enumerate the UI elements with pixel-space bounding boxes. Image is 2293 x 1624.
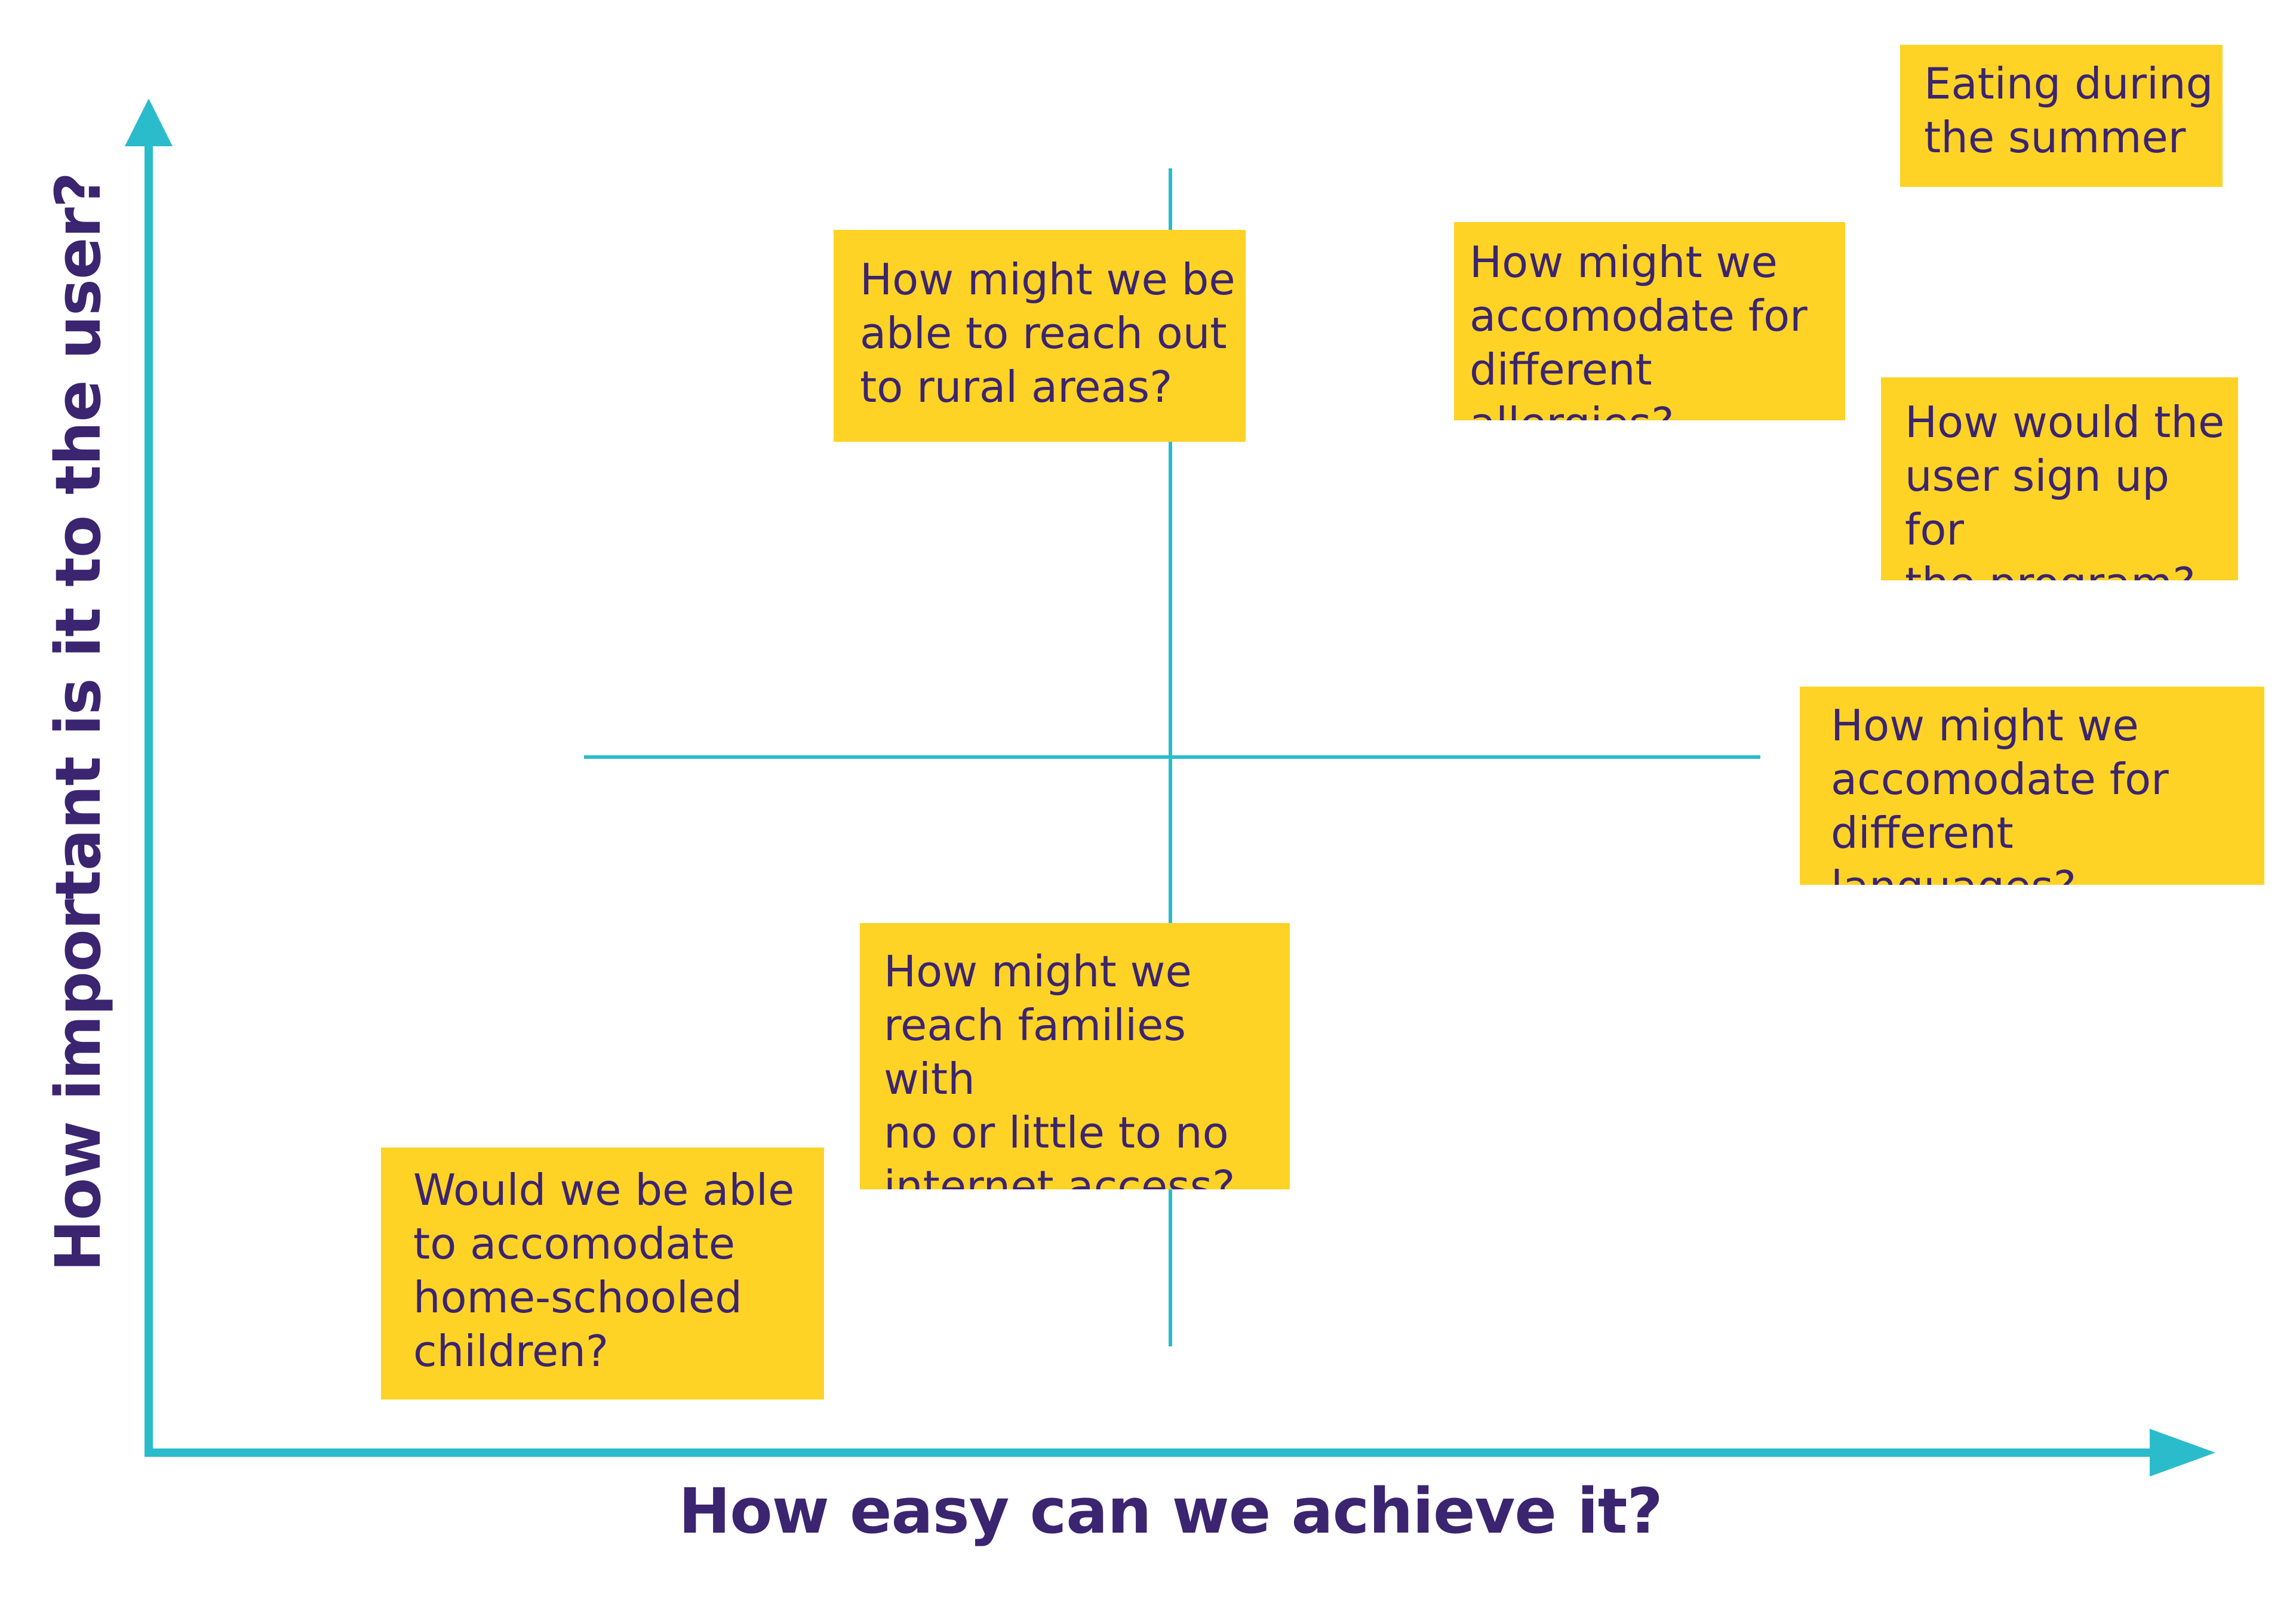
y-axis-label: How important is it to the user? (42, 172, 115, 1272)
sticky-note-internet-access: How might we reach families with no or l… (860, 923, 1290, 1189)
x-axis-label: How easy can we achieve it? (678, 1475, 1663, 1548)
sticky-note-rural-areas: How might we be able to reach out to rur… (834, 230, 1246, 442)
sticky-note-allergies: How might we accomodate for different al… (1454, 222, 1845, 420)
x-axis-arrow (2150, 1429, 2215, 1477)
sticky-note-eating-summer: Eating during the summer (1900, 45, 2223, 187)
sticky-note-languages: How might we accomodate for different la… (1800, 687, 2264, 885)
sticky-note-sign-up: How would the user sign up for the progr… (1881, 377, 2238, 580)
y-axis-arrow (125, 99, 173, 146)
sticky-note-home-schooled: Would we be able to accomodate home-scho… (381, 1148, 824, 1400)
